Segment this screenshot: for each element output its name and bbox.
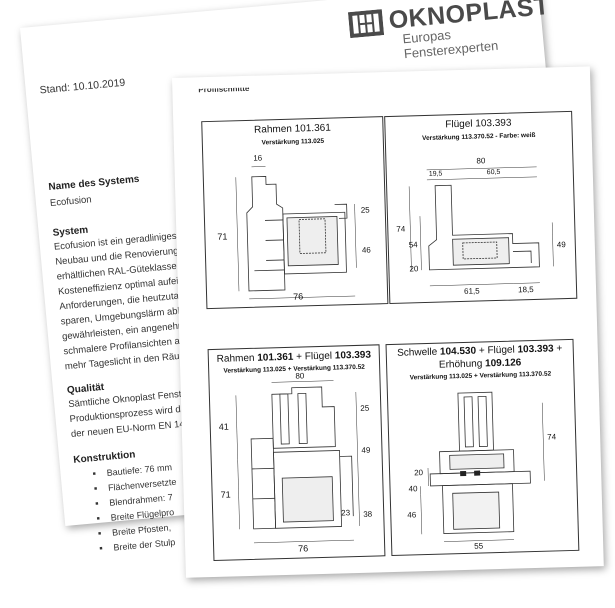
construction-item: Flächenversetzte	[108, 477, 177, 493]
system-name-heading: Name des Systems	[48, 173, 140, 194]
dim-label: 40	[408, 484, 418, 494]
frame-profile-drawing	[235, 166, 357, 300]
front-profile-drawings-page: Profilschnitte Rahmen 101.361 Verstärkun…	[172, 66, 604, 578]
construction-item: Breite Pfosten,	[112, 522, 172, 537]
dim-label: 60,5	[486, 168, 501, 177]
dim-label: 61,5	[463, 286, 480, 296]
system-name-value: Ecofusion	[49, 194, 93, 209]
drawing-panel-fluegel: Flügel 103.393 Verstärkung 113.370.52 - …	[384, 110, 578, 305]
drawing-panel-schwelle: Schwelle 104.530 + Flügel 103.393 + Erhö…	[385, 338, 580, 557]
dim-label: 74	[396, 224, 406, 234]
back-datasheet-page: OKNOPLAST Europas Fensterexperten Stand:…	[20, 0, 584, 553]
dim-label: 23	[341, 508, 351, 518]
dim-label: 46	[361, 245, 371, 255]
drawing-panel-rahmen: Rahmen 101.361 Verstärkung 113.025 16 25…	[201, 116, 389, 310]
construction-item: Bautiefe: 76 mm	[106, 462, 172, 478]
threshold-profile-drawing	[420, 391, 545, 542]
dim-label: 49	[361, 445, 371, 455]
dim-label: 46	[407, 510, 417, 520]
dim-label: 76	[298, 543, 309, 554]
page-header-fragment: Profilschnitte	[198, 83, 250, 95]
dim-label: 38	[363, 509, 373, 519]
dim-label: 25	[360, 205, 370, 215]
dim-label: 16	[253, 153, 263, 163]
drawing-panel-rahmen-fluegel: Rahmen 101.361 + Flügel 103.393 Verstärk…	[207, 344, 386, 562]
window-logo-icon	[347, 9, 385, 39]
dim-label: 80	[476, 156, 486, 166]
dim-label: 20	[409, 264, 419, 274]
dim-label: 19,5	[428, 170, 443, 178]
construction-item: Blendrahmen: 7	[109, 492, 173, 508]
dim-label: 71	[217, 231, 228, 242]
dim-label: 49	[556, 240, 566, 250]
dim-label: 18,5	[517, 284, 534, 295]
dim-label: 20	[413, 468, 424, 478]
dim-label: 41	[218, 421, 229, 432]
dim-label: 80	[295, 371, 305, 381]
dim-label: 71	[220, 489, 231, 500]
construction-item: Breite der Stulp	[113, 537, 176, 553]
dim-label: 55	[474, 541, 484, 551]
dim-label: 25	[360, 403, 370, 413]
stand-date: Stand: 10.10.2019	[39, 76, 126, 97]
construction-heading: Konstruktion	[72, 449, 136, 466]
dim-label: 54	[408, 240, 418, 250]
dim-label: 74	[547, 432, 557, 442]
construction-item: Breite Flügelpro	[110, 507, 174, 523]
sash-profile-drawing	[408, 166, 554, 287]
dim-label: 76	[293, 291, 304, 302]
combined-profile-drawing	[235, 380, 360, 544]
